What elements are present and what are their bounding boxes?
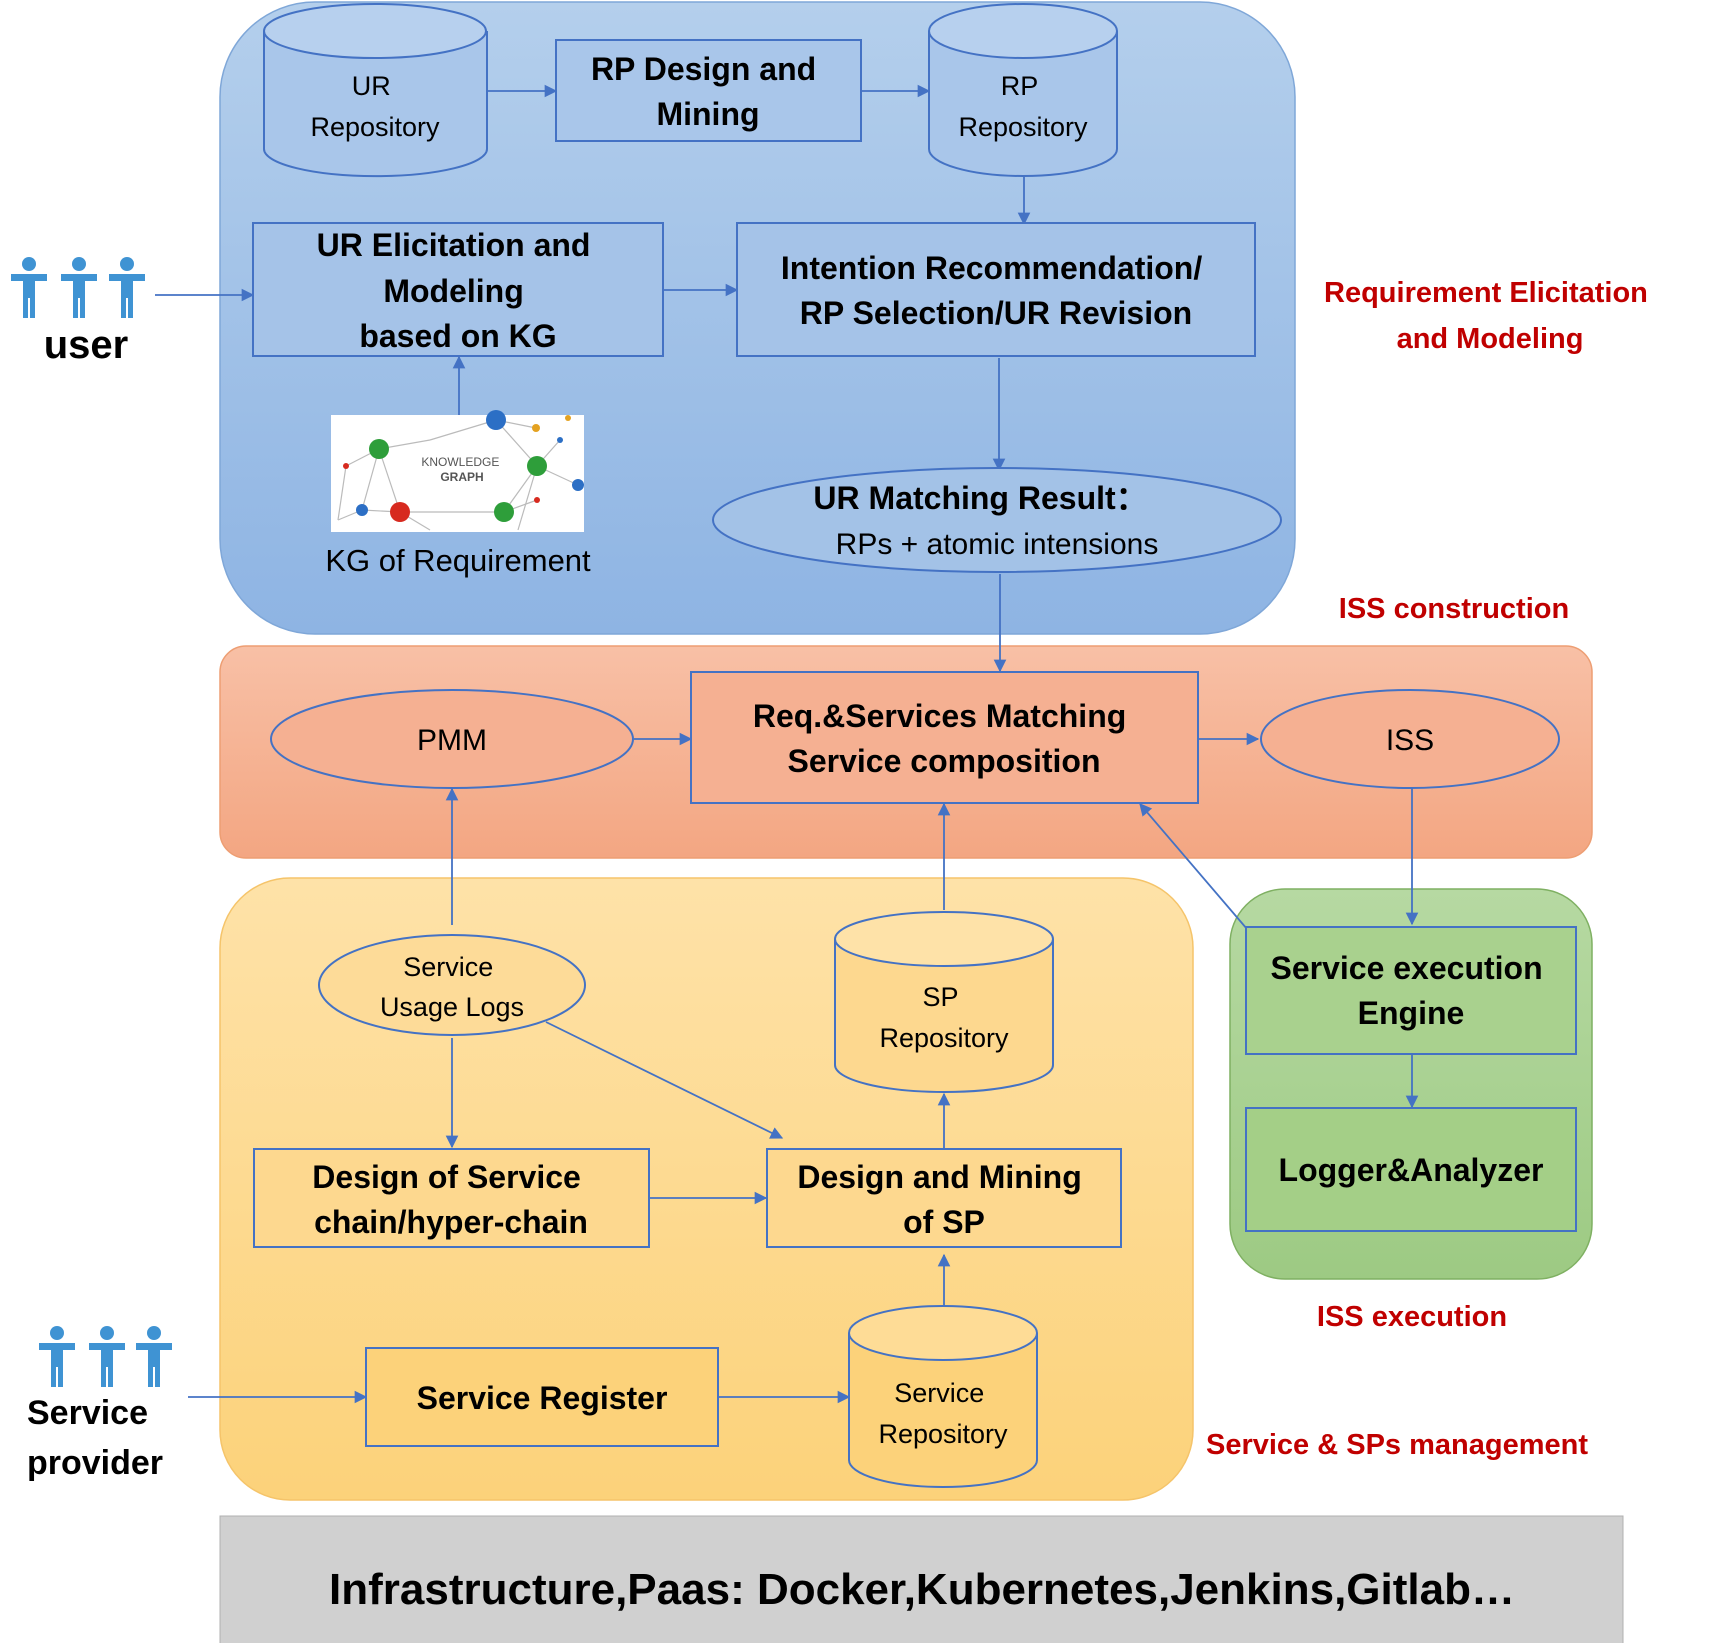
design-mining-sp-box: Design and Mining of SP [766,1148,1122,1248]
svg-text:Design of Service chain/: Design of Service chain/hyper-chain [312,1159,589,1240]
logger-analyzer-box: Logger&Analyzer [1245,1107,1577,1232]
ur-repository: UR Repository [263,3,488,178]
svg-text:Intention Recommendation/: Intention Recommendation/ RP Selection/U… [781,250,1211,331]
svg-text:ISS: ISS [1386,724,1434,757]
svg-text:PMM: PMM [417,724,487,757]
infrastructure-label: Infrastructure,Paas: Docker,Kubernetes,J… [329,1565,1515,1614]
svg-text:SP Repository: SP Repository [879,982,1009,1053]
svg-text:RP Repository: RP Repository [958,71,1088,142]
connector-arrows [155,84,1419,1404]
user-label: user [44,323,129,367]
req-services-matching-box: Req.&Services Matching Service compositi… [690,671,1199,804]
rp-repository: RP Repository [928,3,1118,177]
pmm-node: PMM [270,689,634,789]
knowledge-graph-image: KNOWLEDGE GRAPH [331,410,584,532]
svg-text:Design and Mining of SP: Design and Mining of SP [797,1159,1090,1240]
svg-text:UR Elicitation and Model: UR Elicitation and Modeling based on KG [317,227,600,354]
svg-text:RP Design and Mining: RP Design and Mining [591,51,825,132]
service-execution-engine-box: Service execution Engine [1245,926,1577,1055]
person-group-icon [39,1326,172,1387]
kg-label: KG of Requirement [325,543,591,578]
service-provider-label: Service provider [27,1394,163,1482]
design-service-chain-box: Design of Service chain/hyper-chain [253,1148,650,1248]
section-label-management: Service & SPs management [1206,1429,1588,1461]
section-label-construction: ISS construction [1339,593,1569,625]
svg-text:Req.&Services Matching S: Req.&Services Matching Service compositi… [753,698,1135,779]
svg-text:Service execution Engine: Service execution Engine [1270,950,1551,1031]
svg-text:Service Usage Logs: Service Usage Logs [380,952,524,1022]
svg-text:Logger&Analyzer: Logger&Analyzer [1279,1152,1544,1188]
ur-elicitation-box: UR Elicitation and Modeling based on KG [252,222,664,357]
iss-node: ISS [1260,689,1560,789]
svg-text:UR Matching Result： RPs: UR Matching Result： RPs + atomic intensi… [813,480,1158,561]
intention-recommendation-box: Intention Recommendation/ RP Selection/U… [736,222,1256,357]
section-label-execution: ISS execution [1317,1301,1507,1333]
infrastructure-bar [219,1515,1624,1643]
svg-text:Service Register: Service Register [417,1380,668,1416]
section-label-requirement: Requirement Elicitation and Modeling [1324,277,1656,355]
svg-text:UR Repository: UR Repository [310,71,440,142]
rp-design-mining-box: RP Design and Mining [555,39,862,142]
svg-text:Service Repository: Service Repository [878,1378,1008,1449]
sp-repository: SP Repository [834,911,1054,1093]
service-usage-logs: Service Usage Logs [318,934,586,1036]
svg-text:KNOWLEDGE GRAPH: KNOWLEDGE GRAPH [421,455,502,484]
service-register-box: Service Register [365,1347,719,1447]
ur-matching-result: UR Matching Result： RPs + atomic intensi… [712,467,1282,573]
service-repository: Service Repository [848,1305,1038,1488]
person-group-icon [11,257,145,318]
